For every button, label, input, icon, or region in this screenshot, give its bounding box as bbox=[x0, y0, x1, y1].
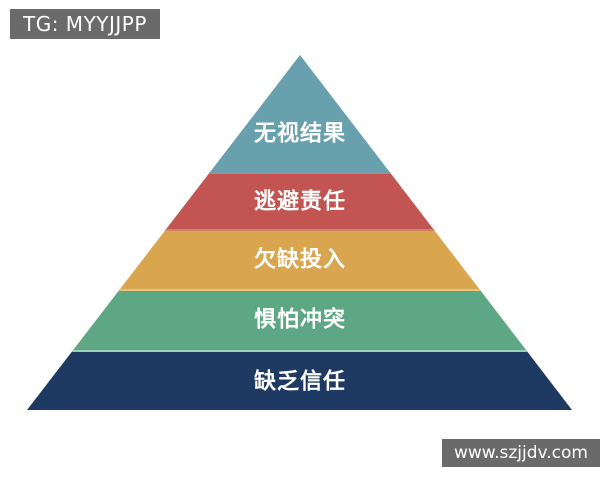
pyramid-layer-absence-trust bbox=[27, 351, 572, 410]
watermark-website-label: www.szjjdv.com bbox=[453, 443, 588, 463]
pyramid-label-lack-commitment: 欠缺投入 bbox=[254, 247, 346, 273]
pyramid-label-avoid-accountability: 逃避责任 bbox=[254, 189, 346, 215]
watermark-telegram-label: TG: MYYJJPP bbox=[23, 12, 147, 36]
pyramid-layer-avoid-accountability bbox=[165, 173, 435, 230]
pyramid-label-absence-trust: 缺乏信任 bbox=[254, 369, 346, 395]
pyramid-label-ignore-results: 无视结果 bbox=[254, 121, 346, 147]
pyramid-layer-fear-conflict bbox=[72, 290, 527, 351]
watermark-telegram: TG: MYYJJPP bbox=[10, 9, 160, 39]
pyramid-layer-lack-commitment bbox=[119, 230, 481, 290]
pyramid-layer-ignore-results bbox=[209, 55, 391, 173]
pyramid-label-fear-conflict: 惧怕冲突 bbox=[254, 307, 346, 333]
watermark-website: www.szjjdv.com bbox=[441, 439, 600, 467]
